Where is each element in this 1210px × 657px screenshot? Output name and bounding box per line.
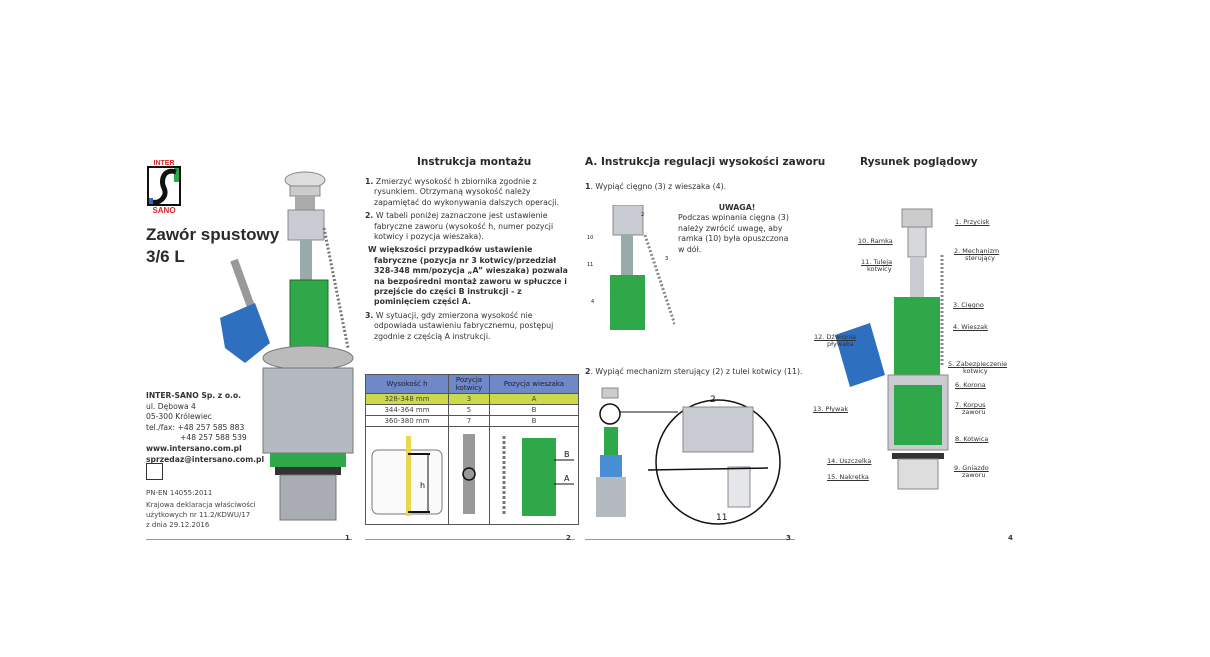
svg-text:2: 2: [641, 212, 644, 218]
warning-text: Podczas wpinania cięgna (3) należy zwróc…: [678, 213, 789, 254]
page-number: 3: [786, 534, 791, 542]
divider: [585, 539, 795, 540]
declaration-line: z dnia 29.12.2016: [146, 521, 210, 529]
exploded-view-illustration: [835, 208, 949, 490]
step-3: 3. W sytuacji, gdy zmierzona wysokość ni…: [365, 310, 554, 341]
instruction-list: 1. Zmierzyć wysokość h zbiornika zgodnie…: [365, 177, 577, 345]
section-heading: A. Instrukcja regulacji wysokości zaworu: [585, 156, 826, 168]
step-1: 1. Zmierzyć wysokość h zbiornika zgodnie…: [365, 177, 559, 207]
company-name: INTER-SANO Sp. z o.o.: [146, 391, 242, 400]
part-label: 8. Kotwica: [955, 435, 989, 443]
part-label: 15. Nakrętka: [827, 473, 869, 481]
table-header: Wysokość h: [365, 374, 449, 394]
page-number: 2: [566, 534, 571, 542]
svg-text:B: B: [564, 450, 570, 459]
step-1: 1. Wypiąć cięgno (3) z wieszaka (4).: [585, 182, 727, 191]
company-info: INTER-SANO Sp. z o.o. ul. Dębowa 4 05-30…: [146, 391, 264, 465]
company-email[interactable]: sprzedaz@intersano.com.pl: [146, 454, 265, 464]
part-label: 3. Cięgno: [953, 301, 984, 309]
company-phone2: +48 257 588 539: [180, 433, 247, 443]
part-label: 11. Tuleja: [861, 258, 893, 266]
part-label-sub: kotwicy: [963, 367, 988, 375]
step-2: 2. W tabeli poniżej zaznaczone jest usta…: [365, 211, 554, 242]
company-website[interactable]: www.intersano.com.pl: [146, 443, 242, 453]
section-heading: Instrukcja montażu: [417, 156, 532, 168]
part-label: 10. Ramka: [858, 237, 893, 245]
svg-text:2: 2: [710, 395, 716, 405]
part-label: 1. Przycisk: [955, 218, 990, 226]
inter-sano-logo: INTER SANO: [146, 158, 182, 215]
svg-text:3: 3: [665, 256, 668, 262]
company-city: 05-300 Królewiec: [146, 412, 212, 422]
factory-setting-note: W większości przypadków ustawienie fabry…: [368, 245, 568, 307]
part-label: 12. Dźwignia: [814, 333, 856, 341]
part-label-sub: sterujący: [965, 254, 995, 262]
part-label-sub: zaworu: [962, 471, 986, 479]
svg-text:INTER: INTER: [154, 160, 175, 167]
valve-illustration: [220, 171, 354, 521]
svg-text:SANO: SANO: [152, 206, 175, 214]
detach-mechanism-illustration: 2 11: [596, 387, 781, 525]
title-line1: Zawór spustowy: [146, 225, 280, 244]
norm: PN-EN 14055:2011: [146, 489, 213, 497]
warning-box: UWAGA! Podczas wpinania cięgna (3) należ…: [678, 203, 796, 255]
company-phone: tel./fax: +48 257 585 883: [146, 422, 245, 432]
part-label-sub: kotwicy: [867, 265, 892, 273]
svg-text:11: 11: [587, 262, 593, 268]
title-line2: 3/6 L: [146, 247, 185, 266]
table-header: Pozycja wieszaka: [489, 374, 579, 394]
part-label: 5. Zabezpieczenie: [948, 360, 1008, 368]
part-label-sub: zaworu: [962, 408, 986, 416]
page-number: 4: [1008, 534, 1013, 542]
anchor-position-figure: [448, 426, 490, 525]
part-label: 4. Wieszak: [953, 323, 988, 331]
divider: [146, 539, 352, 540]
part-label: 9. Gniazdo: [954, 464, 989, 472]
svg-text:h: h: [420, 481, 425, 490]
section-heading: Rysunek poglądowy: [860, 156, 978, 168]
svg-text:11: 11: [716, 513, 727, 523]
declaration-line: Krajowa deklaracja właściwości: [146, 501, 256, 509]
company-street: ul. Dębowa 4: [146, 401, 196, 411]
part-label: 14. Uszczelka: [827, 457, 872, 465]
table-header: Pozycja kotwicy: [448, 374, 490, 394]
unhook-illustration: 2 10 11 3 4: [587, 205, 675, 330]
part-label: 2. Mechanizm: [954, 247, 1000, 255]
part-label: 13. Pływak: [813, 405, 849, 413]
svg-text:4: 4: [591, 299, 594, 305]
tank-height-figure: h: [365, 426, 449, 525]
step-2: 2. Wypiąć mechanizm sterujący (2) z tule…: [585, 367, 803, 376]
part-label: 7. Korpus: [955, 401, 986, 409]
page-number: 1: [345, 534, 350, 542]
warning-title: UWAGA!: [718, 203, 756, 212]
svg-text:A: A: [564, 474, 570, 483]
svg-text:10: 10: [587, 235, 593, 241]
norm-info: PN-EN 14055:2011 Krajowa deklaracja właś…: [146, 488, 256, 530]
divider: [365, 539, 575, 540]
declaration-line: użytkowych nr 11.2/KDWU/17: [146, 511, 251, 519]
part-label: 6. Korona: [955, 381, 986, 389]
product-title: Zawór spustowy 3/6 L: [146, 224, 279, 268]
part-label-sub: pływaka: [827, 340, 854, 348]
certification-mark-icon: [146, 463, 163, 480]
